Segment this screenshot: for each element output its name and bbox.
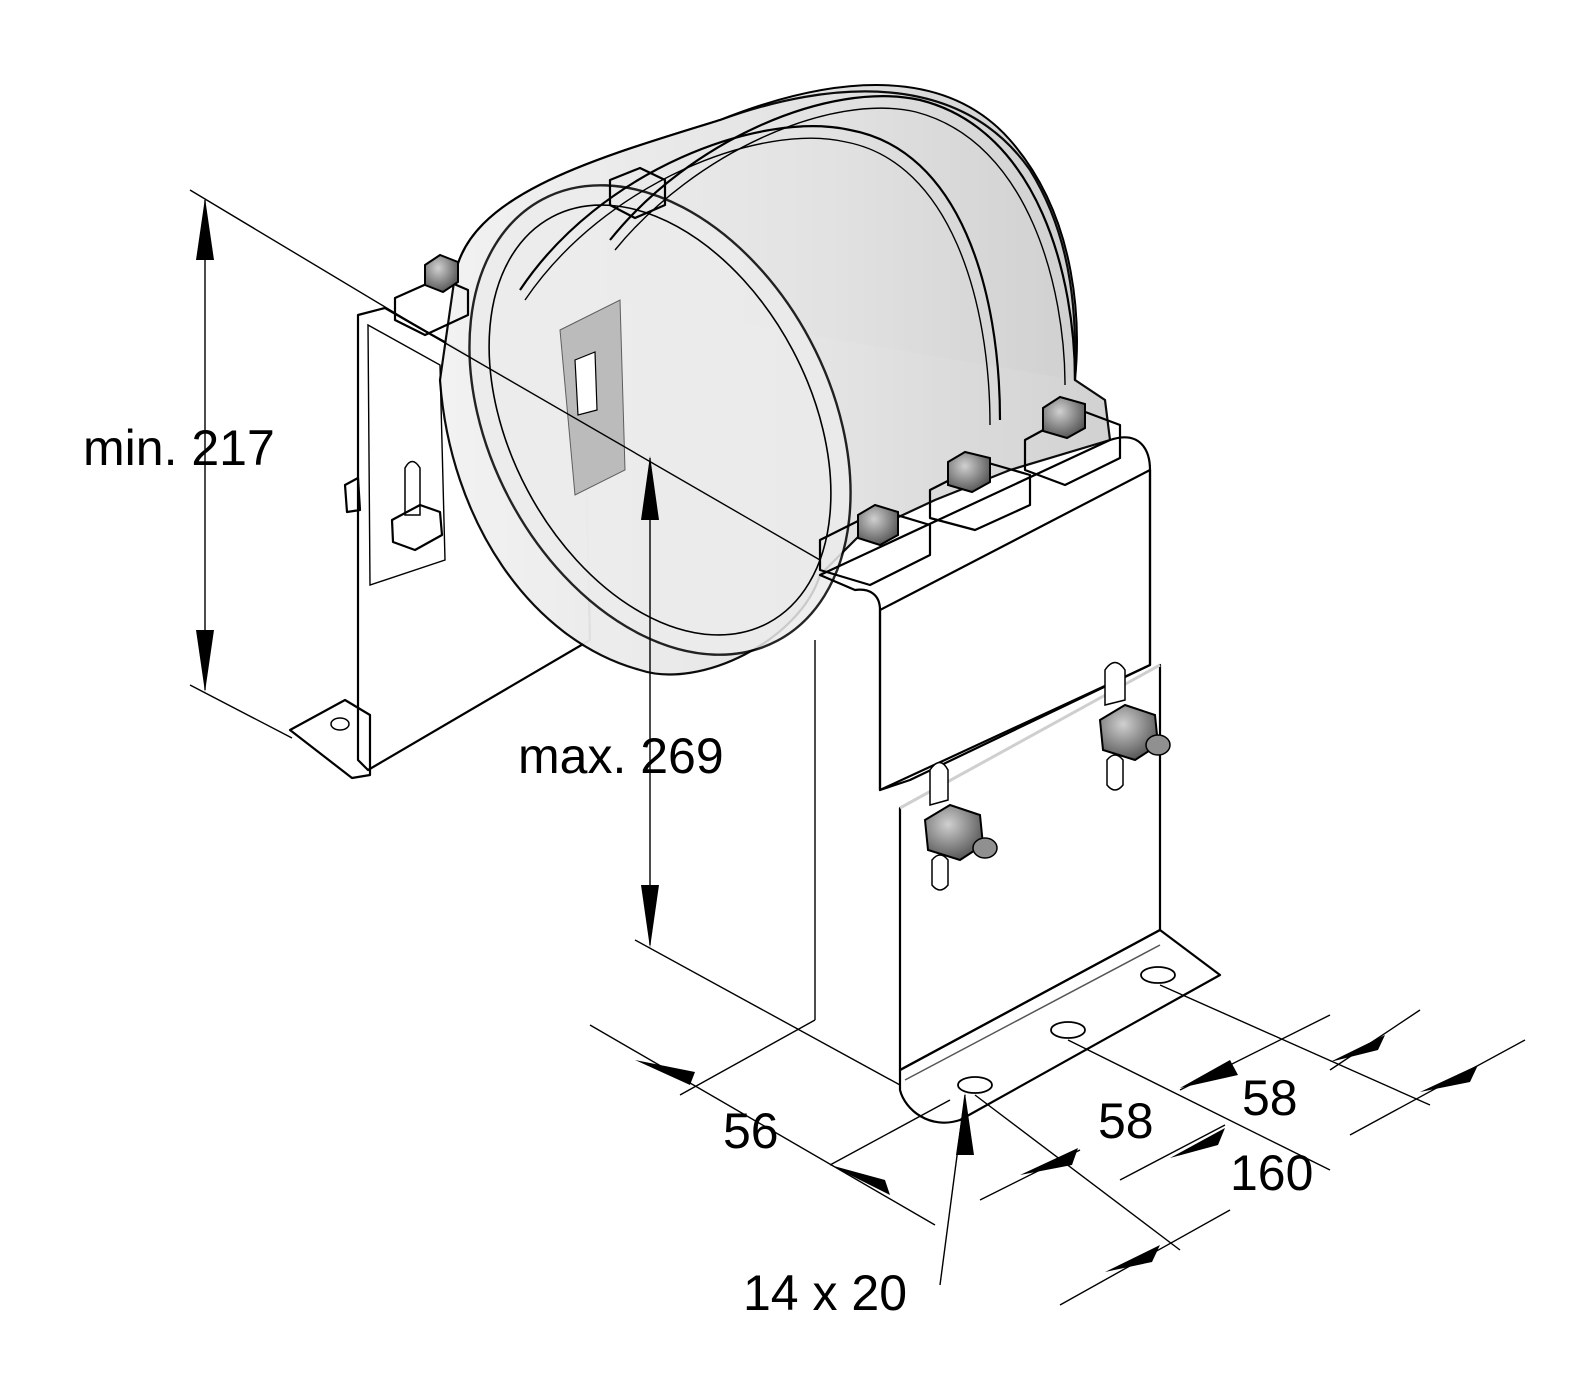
flange-bolts <box>393 253 1122 587</box>
label-hole-spacing-2: 58 <box>1242 1070 1298 1126</box>
left-plate-slot <box>404 460 421 516</box>
dimension-lines <box>189 189 1526 1306</box>
foot-hole-2 <box>1050 1021 1086 1039</box>
clamp-front-face <box>468 184 852 656</box>
label-slot-size: 14 x 20 <box>743 1265 907 1321</box>
bolt-right-2 <box>928 450 1032 532</box>
bolt-right-1 <box>818 503 932 587</box>
pipe-clamp <box>438 84 1112 676</box>
left-foot-hole <box>330 717 350 731</box>
label-offset: 56 <box>723 1103 779 1159</box>
nut-lower-left <box>923 803 998 862</box>
bolt-left-top <box>393 253 470 337</box>
nut-upper-right <box>1098 703 1171 762</box>
label-max-height: max. 269 <box>518 728 724 784</box>
right-bracket <box>818 436 1222 1124</box>
label-hole-spacing-1: 58 <box>1098 1093 1154 1149</box>
left-plate-nut <box>390 503 444 552</box>
label-base-length: 160 <box>1230 1145 1313 1201</box>
label-min-height: min. 217 <box>83 420 275 476</box>
bolt-right-3 <box>1023 395 1122 487</box>
foot-hole-1 <box>1140 966 1176 984</box>
foot-hole-3 <box>957 1076 993 1094</box>
